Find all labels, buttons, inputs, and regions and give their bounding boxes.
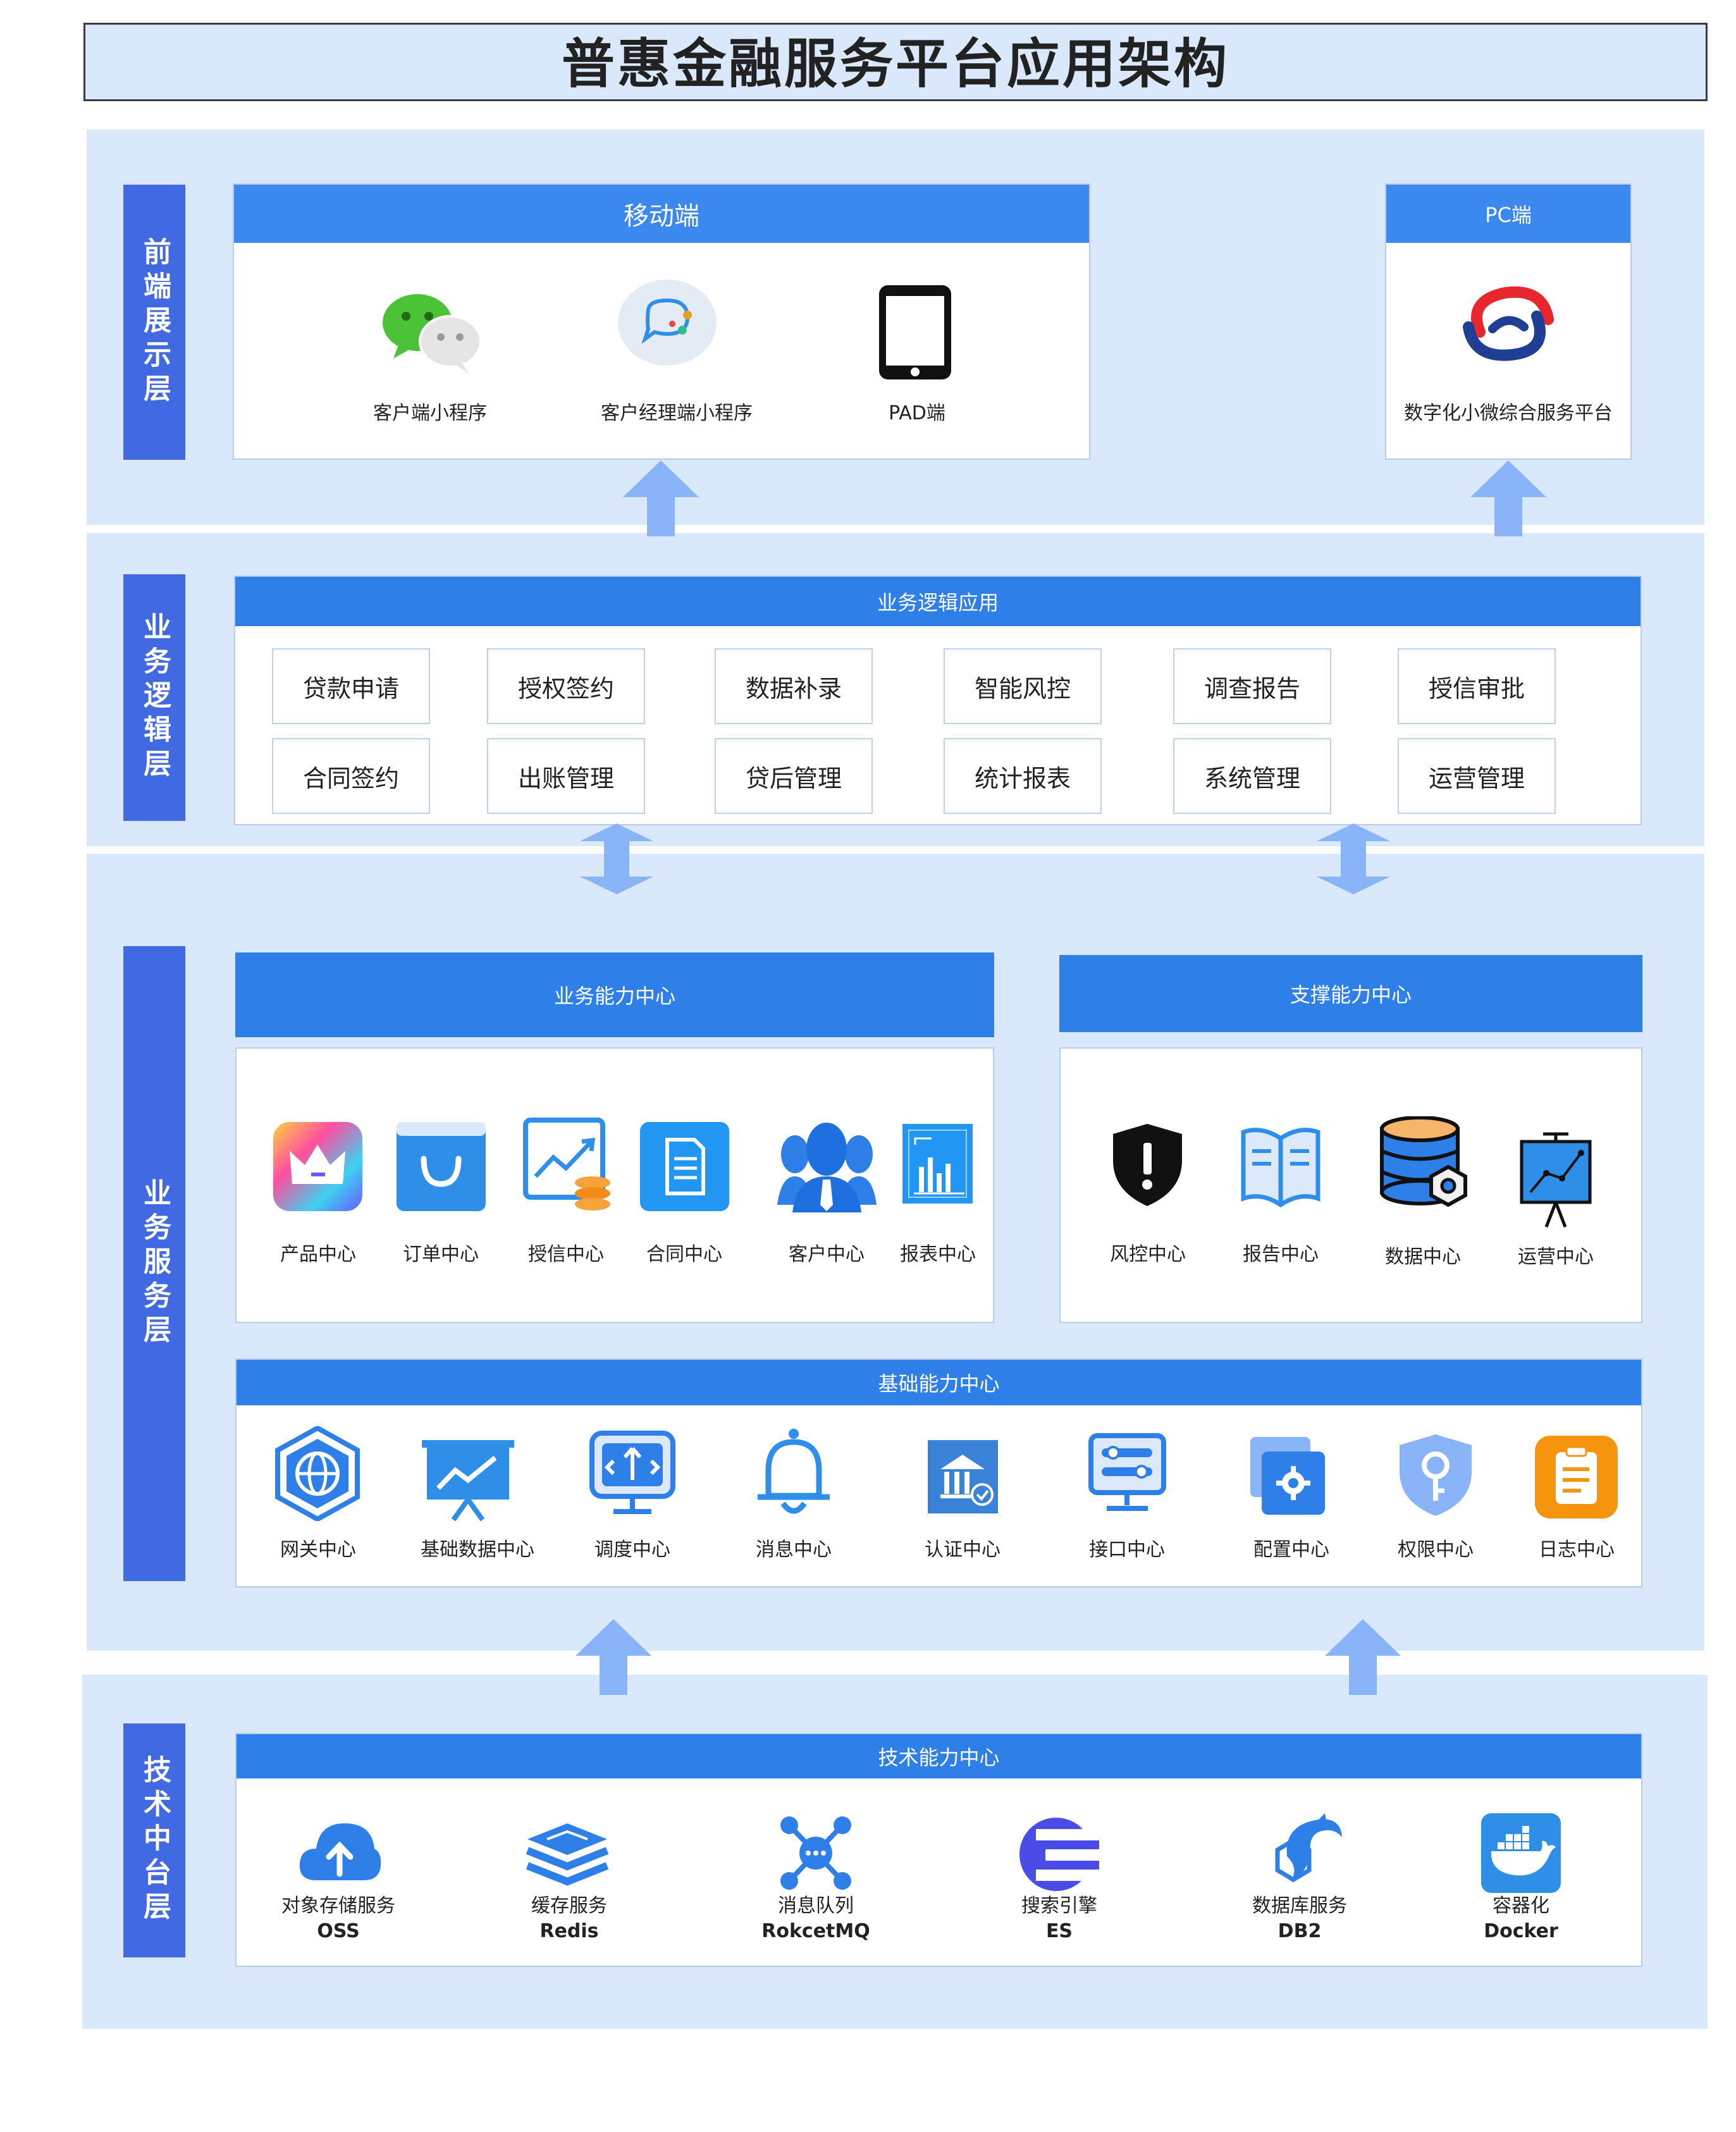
arrow-up-icon xyxy=(1325,1619,1401,1695)
tech-center-header: 技术能力中心 xyxy=(237,1734,1641,1778)
tech-item-label: 对象存储服务 xyxy=(281,1895,395,1917)
docker-icon xyxy=(1481,1813,1561,1893)
logic-button[interactable]: 贷款申请 xyxy=(272,648,430,724)
credit-chart-icon xyxy=(523,1118,610,1211)
shield-icon xyxy=(1113,1124,1182,1206)
layer-logic: 业务逻辑层 xyxy=(123,574,185,821)
logic-button[interactable]: 智能风控 xyxy=(944,648,1102,724)
logic-button[interactable]: 贷后管理 xyxy=(715,738,873,814)
gateway-icon xyxy=(275,1426,360,1521)
tablet-icon xyxy=(879,285,951,379)
logic-header: 业务逻辑应用 xyxy=(235,577,1641,626)
business-item-label: 授信中心 xyxy=(528,1243,604,1266)
support-center-header: 支撑能力中心 xyxy=(1059,955,1642,1032)
base-center-header: 基础能力中心 xyxy=(237,1360,1641,1405)
title-banner: 普惠金融服务平台应用架构 xyxy=(83,23,1708,101)
log-clipboard-icon xyxy=(1535,1436,1618,1519)
layer-tech: 技术中台层 xyxy=(123,1723,185,1957)
bell-icon xyxy=(758,1429,830,1514)
logic-button[interactable]: 系统管理 xyxy=(1173,738,1331,814)
tech-item-sub: OSS xyxy=(317,1920,360,1942)
logic-button[interactable]: 出账管理 xyxy=(487,738,645,814)
database-icon xyxy=(1380,1116,1467,1207)
config-icon xyxy=(1250,1437,1325,1515)
business-item-label: 报表中心 xyxy=(900,1243,976,1266)
logic-button[interactable]: 数据补录 xyxy=(715,648,873,724)
interface-icon xyxy=(1088,1433,1166,1511)
bank-verify-icon xyxy=(928,1440,998,1513)
dolphin-db-icon xyxy=(1275,1813,1342,1883)
support-item-label: 风控中心 xyxy=(1110,1243,1186,1266)
board-chart-icon xyxy=(422,1440,514,1521)
logic-button[interactable]: 授权签约 xyxy=(487,648,645,724)
tech-item-label: 数据库服务 xyxy=(1252,1895,1347,1917)
business-item-label: 客户中心 xyxy=(789,1243,865,1266)
customer-group-icon xyxy=(777,1123,877,1212)
pc-header: PC端 xyxy=(1386,185,1630,243)
presentation-chart-icon xyxy=(1520,1132,1592,1228)
scheduler-icon xyxy=(589,1431,675,1514)
platform-logo-icon xyxy=(1463,287,1554,361)
tech-item-label: 搜索引擎 xyxy=(1021,1895,1097,1917)
tech-item-sub: Docker xyxy=(1484,1920,1558,1942)
book-icon xyxy=(1241,1128,1320,1208)
stack-layers-icon xyxy=(526,1823,609,1886)
arrow-up-icon xyxy=(576,1619,651,1695)
shopping-bag-icon xyxy=(397,1122,486,1211)
pc-item-label: 数字化小微综合服务平台 xyxy=(1404,402,1613,424)
base-item-label: 网关中心 xyxy=(280,1539,356,1561)
mobile-header: 移动端 xyxy=(234,185,1089,243)
tech-item-sub: RokcetMQ xyxy=(761,1920,870,1942)
wechat-icon xyxy=(383,294,482,374)
cloud-upload-icon xyxy=(299,1823,381,1880)
double-arrow-icon xyxy=(1317,823,1390,894)
logic-button[interactable]: 统计报表 xyxy=(944,738,1102,814)
key-shield-icon xyxy=(1400,1434,1472,1516)
mobile-item-label: 客户端小程序 xyxy=(373,402,487,424)
base-item-label: 接口中心 xyxy=(1089,1539,1165,1561)
logic-button[interactable]: 调查报告 xyxy=(1173,648,1331,724)
tech-item-sub: DB2 xyxy=(1277,1920,1322,1942)
logic-button[interactable]: 合同签约 xyxy=(272,738,430,814)
base-item-label: 调度中心 xyxy=(594,1539,670,1561)
crown-icon xyxy=(273,1122,362,1211)
base-item-label: 基础数据中心 xyxy=(421,1539,534,1561)
arrow-up-icon xyxy=(1470,460,1546,536)
base-item-label: 配置中心 xyxy=(1253,1539,1329,1561)
tech-item-label: 缓存服务 xyxy=(531,1895,607,1917)
mobile-item-label: 客户经理端小程序 xyxy=(601,402,753,424)
tech-item-label: 消息队列 xyxy=(778,1895,854,1917)
logic-button[interactable]: 运营管理 xyxy=(1398,738,1556,814)
report-chart-icon xyxy=(902,1124,973,1204)
chat-bubble-icon xyxy=(618,280,717,366)
support-item-label: 运营中心 xyxy=(1518,1246,1594,1268)
message-queue-icon xyxy=(780,1816,851,1890)
logic-button[interactable]: 授信审批 xyxy=(1398,648,1556,724)
page-title: 普惠金融服务平台应用架构 xyxy=(561,33,1229,95)
business-item-label: 订单中心 xyxy=(403,1243,479,1266)
base-item-label: 日志中心 xyxy=(1539,1539,1615,1561)
business-center-header: 业务能力中心 xyxy=(235,952,994,1037)
support-item-label: 报告中心 xyxy=(1243,1243,1319,1266)
search-engine-icon xyxy=(1019,1818,1099,1891)
tech-item-sub: ES xyxy=(1045,1920,1073,1942)
base-item-label: 权限中心 xyxy=(1398,1539,1474,1561)
base-item-label: 认证中心 xyxy=(925,1539,1000,1561)
tech-item-label: 容器化 xyxy=(1493,1895,1549,1917)
layer-frontend: 前端展示层 xyxy=(123,185,185,460)
layer-service: 业务服务层 xyxy=(123,946,185,1581)
document-icon xyxy=(640,1122,729,1211)
double-arrow-icon xyxy=(580,823,653,894)
arrow-up-icon xyxy=(623,460,699,536)
tech-item-sub: Redis xyxy=(539,1920,599,1942)
mobile-item-label: PAD端 xyxy=(889,402,945,424)
business-item-label: 合同中心 xyxy=(646,1243,722,1266)
business-item-label: 产品中心 xyxy=(280,1243,356,1266)
support-item-label: 数据中心 xyxy=(1385,1246,1461,1268)
base-item-label: 消息中心 xyxy=(756,1539,832,1561)
